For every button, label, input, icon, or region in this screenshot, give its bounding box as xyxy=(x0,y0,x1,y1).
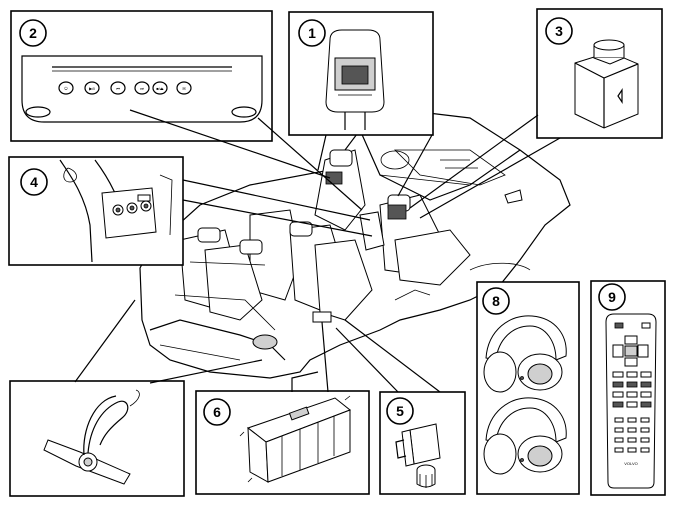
leader-line-3b xyxy=(419,137,561,219)
callout-8-marker xyxy=(482,287,510,315)
callout-2-number: 2 xyxy=(29,25,37,41)
callout-4-marker xyxy=(20,168,48,196)
leader-line-1a xyxy=(317,134,327,171)
antenna-illustration xyxy=(43,389,140,485)
aux-connectors-panel: 4 xyxy=(8,156,184,266)
leader-line-antenna-a xyxy=(74,299,136,383)
svg-text:⏮: ⏮ xyxy=(116,86,120,91)
callout-9-marker xyxy=(598,283,626,311)
leader-line-antenna-b xyxy=(149,359,263,384)
callout-6-number: 6 xyxy=(213,404,221,420)
antenna-panel xyxy=(9,380,185,497)
leader-line-3a xyxy=(409,114,539,209)
leader-line-2a xyxy=(129,109,331,179)
leader-line-6a xyxy=(291,371,319,392)
callout-2-marker xyxy=(19,19,47,47)
remote-control-illustration: VOLVO xyxy=(605,313,657,489)
control-module-illustration xyxy=(239,395,351,483)
dvd-player-panel: ⏻ ▶/‖ ⏮ ⏭ ■/⏏ ✉ 2 xyxy=(10,10,273,142)
headrest-screen-illustration xyxy=(325,29,385,130)
remote-control-panel: VOLVO 9 xyxy=(590,280,666,496)
bottle-illustration xyxy=(574,39,639,129)
svg-text:✉: ✉ xyxy=(182,86,186,91)
callout-3-marker xyxy=(545,17,573,45)
headphones-illustration-2 xyxy=(483,397,567,475)
headphones-illustration-1 xyxy=(483,315,567,393)
leader-line-4a xyxy=(182,179,371,221)
dvd-player-illustration: ⏻ ▶/‖ ⏮ ⏭ ■/⏏ ✉ xyxy=(21,55,263,123)
leader-line-5a xyxy=(335,327,399,393)
callout-1-number: 1 xyxy=(308,25,316,41)
aux-connectors-illustration xyxy=(59,159,173,263)
remote-brand-label: VOLVO xyxy=(624,461,638,466)
callout-box-2 xyxy=(10,10,273,142)
svg-text:■/⏏: ■/⏏ xyxy=(156,86,164,91)
leader-line-4b xyxy=(182,199,373,237)
leader-line-1b xyxy=(397,134,433,197)
svg-text:⏻: ⏻ xyxy=(64,86,68,91)
leader-line-6b xyxy=(321,321,329,393)
leader-line-2b xyxy=(257,117,363,211)
power-unit-illustration xyxy=(395,423,441,488)
power-unit-panel: 5 xyxy=(379,391,466,495)
callout-5-number: 5 xyxy=(396,403,404,419)
bottle-panel: 3 xyxy=(536,8,663,139)
callout-box-antenna xyxy=(9,380,185,497)
callout-8-number: 8 xyxy=(492,293,500,309)
svg-text:⏭: ⏭ xyxy=(140,86,144,91)
svg-text:▶/‖: ▶/‖ xyxy=(89,86,95,91)
callout-9-number: 9 xyxy=(608,289,616,305)
callout-1-marker xyxy=(298,19,326,47)
car-illustration xyxy=(139,111,571,379)
headphones-panel: 8 xyxy=(476,281,580,495)
callout-6-marker xyxy=(203,398,231,426)
leader-line-5b xyxy=(344,319,441,393)
control-module-panel: 6 xyxy=(195,390,370,495)
callout-3-number: 3 xyxy=(555,23,563,39)
headrest-screen-panel: 1 xyxy=(288,11,434,136)
callout-5-marker xyxy=(386,397,414,425)
callout-4-number: 4 xyxy=(30,174,38,190)
